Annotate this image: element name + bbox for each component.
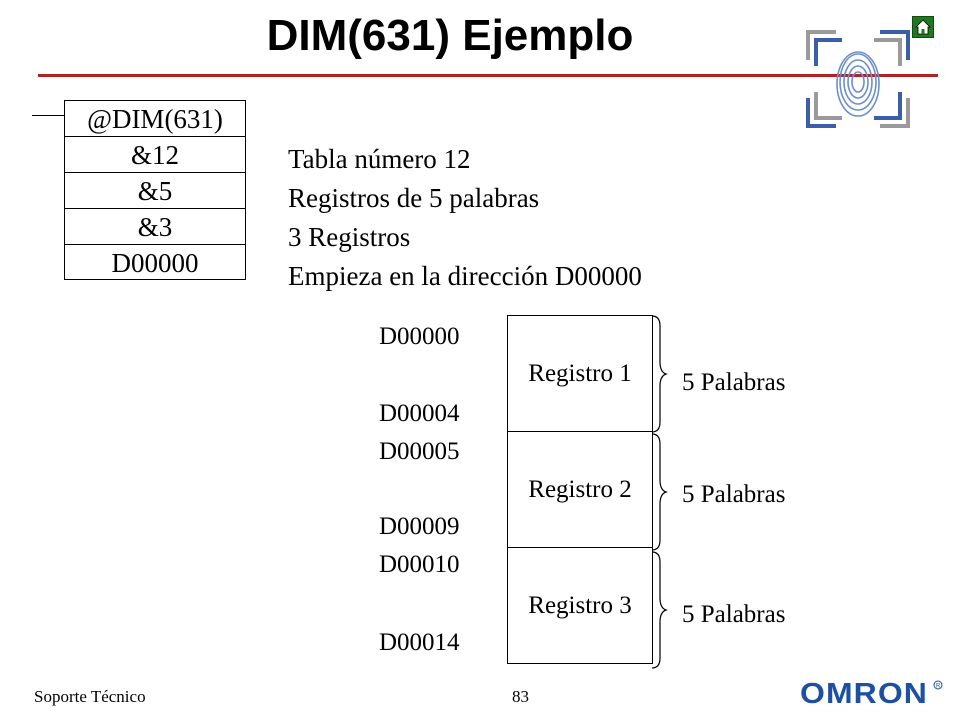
instruction-block: @DIM(631) &12 &5 &3 D00000 [64,100,246,280]
operand-table-number: &12 [64,136,246,172]
words-label: 5 Palabras [682,601,786,628]
home-button[interactable] [912,16,934,38]
record-table: Registro 1 Registro 2 Registro 3 [507,315,653,664]
operand-record-length: &5 [64,172,246,208]
record-braces [651,315,668,669]
operand-record-count: &3 [64,208,246,244]
record-cell: Registro 3 [507,547,653,664]
svg-text:R: R [936,684,941,690]
record-cell: Registro 2 [507,431,653,548]
home-icon [915,19,931,35]
words-label: 5 Palabras [682,369,786,396]
title-underline [38,74,938,77]
address-label: D00010 [379,551,460,578]
address-label: D00000 [379,323,460,350]
address-label: D00005 [379,438,460,465]
address-label: D00009 [379,513,460,540]
fingerprint-logo-icon [806,30,910,128]
address-label: D00004 [379,400,460,427]
record-cell: Registro 1 [507,315,653,432]
page-number: 83 [512,687,529,706]
description-line: Empieza en la dirección D00000 [288,261,642,291]
operand-start-address: D00000 [64,244,246,280]
record-label: Registro 2 [528,475,632,503]
words-label: 5 Palabras [682,481,786,508]
instruction-name: @DIM(631) [64,100,246,136]
ladder-rung-line [32,115,64,116]
record-label: Registro 3 [528,591,632,619]
page-title: DIM(631) Ejemplo [266,11,634,60]
record-label: Registro 1 [528,359,632,387]
address-label: D00014 [379,629,460,656]
description-line: 3 Registros [288,222,411,252]
description-line: Tabla número 12 [288,144,471,174]
omron-logo-icon: OMRON R [800,678,943,708]
footer-text: Soporte Técnico [34,687,146,706]
description-line: Registros de 5 palabras [288,183,540,213]
svg-text:OMRON: OMRON [800,678,928,708]
